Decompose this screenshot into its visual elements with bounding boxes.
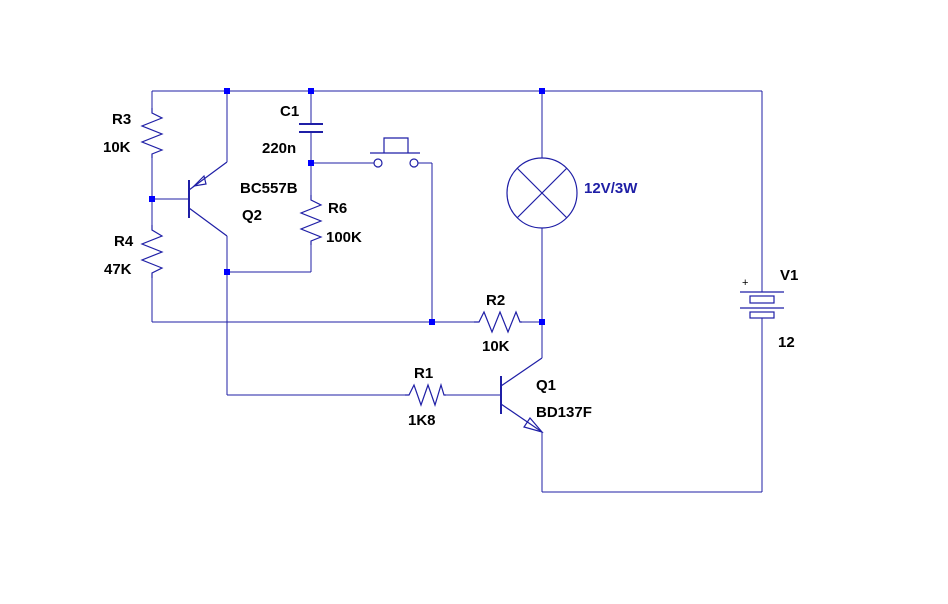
r3-value-label: 10K (103, 139, 131, 156)
r6-ref-label: R6 (328, 200, 347, 217)
transistor-q2-symbol (188, 161, 228, 237)
c1-ref-label: C1 (280, 103, 299, 120)
v1-ref-label: V1 (780, 267, 798, 284)
resistor-r1-symbol (405, 382, 446, 407)
r6-value-label: 100K (326, 229, 362, 246)
battery-v1-symbol: + (740, 277, 784, 319)
transistor-q1-symbol (500, 357, 544, 434)
capacitor-c1-symbol (299, 123, 323, 133)
r1-value-label: 1K8 (408, 412, 436, 429)
resistor-r3-symbol (140, 108, 164, 158)
lamp-symbol (506, 157, 578, 229)
q1-value-label: BD137F (536, 404, 592, 421)
battery-polarity-label: + (742, 277, 748, 289)
c1-value-label: 220n (262, 140, 296, 157)
q2-ref-label: Q2 (242, 207, 262, 224)
lamp-rating-label: 12V/3W (584, 180, 638, 197)
r1-ref-label: R1 (414, 365, 433, 382)
q2-value-label: BC557B (240, 180, 298, 197)
r2-value-label: 10K (482, 338, 510, 355)
resistor-r2-symbol (474, 310, 522, 334)
r2-ref-label: R2 (486, 292, 505, 309)
resistor-r6-symbol (299, 195, 323, 245)
q1-ref-label: Q1 (536, 377, 556, 394)
wires (151, 90, 763, 493)
v1-value-label: 12 (778, 334, 795, 351)
r4-ref-label: R4 (114, 233, 134, 250)
junctions (149, 88, 545, 325)
push-button-switch-symbol (370, 137, 420, 168)
r4-value-label: 47K (104, 261, 132, 278)
resistor-r4-symbol (140, 225, 164, 278)
r3-ref-label: R3 (112, 111, 131, 128)
